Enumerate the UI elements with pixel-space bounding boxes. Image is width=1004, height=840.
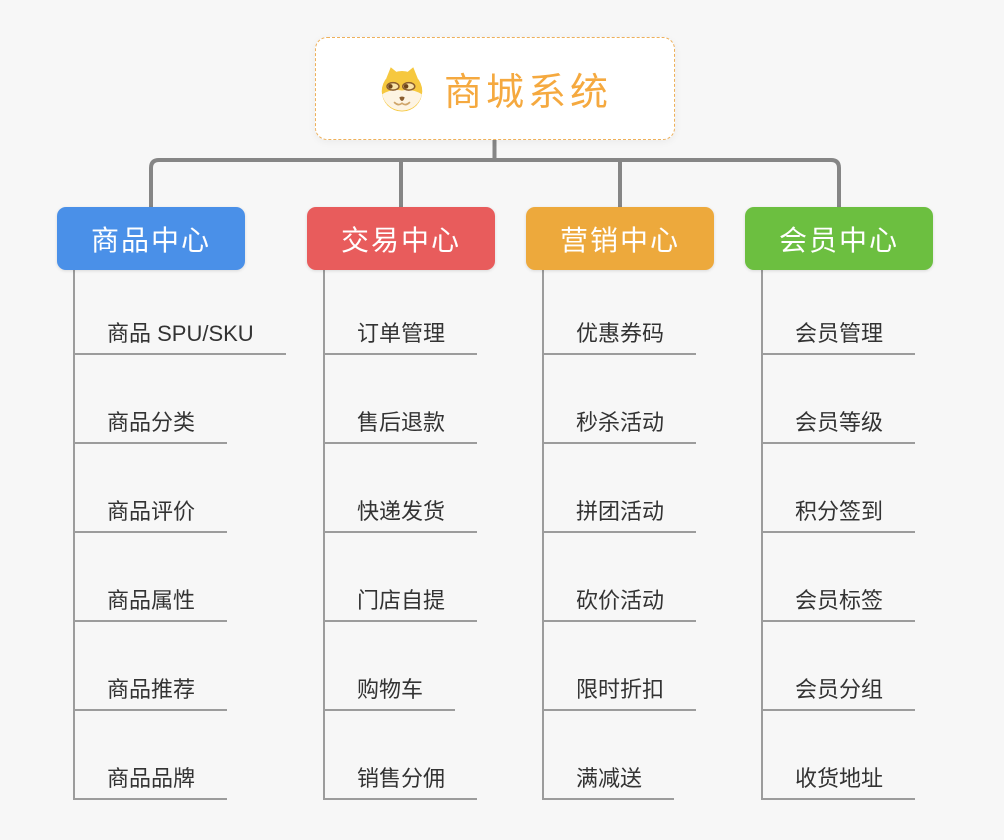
root-node[interactable]: 商城系统: [315, 37, 675, 140]
child-node-label: 商品 SPU/SKU: [107, 321, 254, 346]
child-node[interactable]: 满减送: [544, 711, 675, 800]
child-node[interactable]: 砍价活动: [544, 533, 697, 622]
child-node-label: 优惠券码: [576, 321, 665, 346]
child-node-label: 商品分类: [107, 410, 196, 435]
branch-children-2: 订单管理售后退款快递发货门店自提购物车销售分佣: [323, 266, 478, 800]
branch-children-1: 商品 SPU/SKU 商品分类商品评价商品属性商品推荐商品品牌: [73, 266, 286, 800]
child-node[interactable]: 限时折扣: [544, 622, 697, 711]
doge-icon: [381, 66, 423, 111]
child-node-label: 商品推荐: [107, 677, 196, 702]
child-node[interactable]: 订单管理: [325, 266, 478, 355]
child-node[interactable]: 拼团活动: [544, 444, 697, 533]
child-node[interactable]: 商品属性: [75, 533, 228, 622]
branch-header-2[interactable]: 交易中心: [307, 207, 495, 270]
child-node[interactable]: 会员标签: [763, 533, 916, 622]
child-node[interactable]: 秒杀活动: [544, 355, 697, 444]
child-node-label: 限时折扣: [576, 677, 665, 702]
child-node[interactable]: 商品评价: [75, 444, 228, 533]
child-node-label: 订单管理: [357, 321, 446, 346]
branch-header-1[interactable]: 商品中心: [57, 207, 245, 270]
child-node-label: 商品评价: [107, 499, 196, 524]
child-node-label: 门店自提: [357, 588, 446, 613]
child-node-label: 会员分组: [795, 677, 884, 702]
child-node-label: 会员等级: [795, 410, 884, 435]
child-node-label: 购物车: [357, 677, 424, 702]
branch-children-4: 会员管理会员等级积分签到会员标签会员分组收货地址: [761, 266, 916, 800]
child-node-label: 售后退款: [357, 410, 446, 435]
child-node-label: 收货地址: [795, 766, 884, 791]
child-node-label: 秒杀活动: [576, 410, 665, 435]
child-node-label: 快递发货: [357, 499, 446, 524]
child-node-label: 会员管理: [795, 321, 884, 346]
child-node-label: 满减送: [576, 766, 643, 791]
child-node[interactable]: 快递发货: [325, 444, 478, 533]
branch-label: 营销中心: [559, 224, 680, 256]
root-title: 商城系统: [443, 72, 612, 114]
branch-label: 交易中心: [340, 224, 461, 256]
child-node[interactable]: 会员分组: [763, 622, 916, 711]
branch-label: 商品中心: [90, 224, 211, 256]
child-node[interactable]: 会员等级: [763, 355, 916, 444]
child-node[interactable]: 售后退款: [325, 355, 478, 444]
child-node-label: 商品属性: [107, 588, 196, 613]
child-node[interactable]: 积分签到: [763, 444, 916, 533]
child-node-label: 积分签到: [795, 499, 884, 524]
branch-label: 会员中心: [778, 224, 899, 256]
child-node[interactable]: 收货地址: [763, 711, 916, 800]
child-node-label: 商品品牌: [107, 766, 196, 791]
child-node[interactable]: 会员管理: [763, 266, 916, 355]
child-node-label: 砍价活动: [576, 588, 665, 613]
branch-children-3: 优惠券码秒杀活动拼团活动砍价活动限时折扣满减送: [542, 266, 697, 800]
branch-header-4[interactable]: 会员中心: [745, 207, 933, 270]
child-node[interactable]: 商品推荐: [75, 622, 228, 711]
branch-header-3[interactable]: 营销中心: [526, 207, 714, 270]
child-node[interactable]: 商品分类: [75, 355, 228, 444]
child-node[interactable]: 销售分佣: [325, 711, 478, 800]
child-node[interactable]: 购物车: [325, 622, 456, 711]
child-node[interactable]: 商品 SPU/SKU: [75, 266, 286, 355]
bus-line: [149, 158, 841, 214]
child-node[interactable]: 优惠券码: [544, 266, 697, 355]
child-node-label: 销售分佣: [357, 766, 446, 791]
child-node-label: 拼团活动: [576, 499, 665, 524]
child-node-label: 会员标签: [795, 588, 884, 613]
child-node[interactable]: 门店自提: [325, 533, 478, 622]
child-node[interactable]: 商品品牌: [75, 711, 228, 800]
